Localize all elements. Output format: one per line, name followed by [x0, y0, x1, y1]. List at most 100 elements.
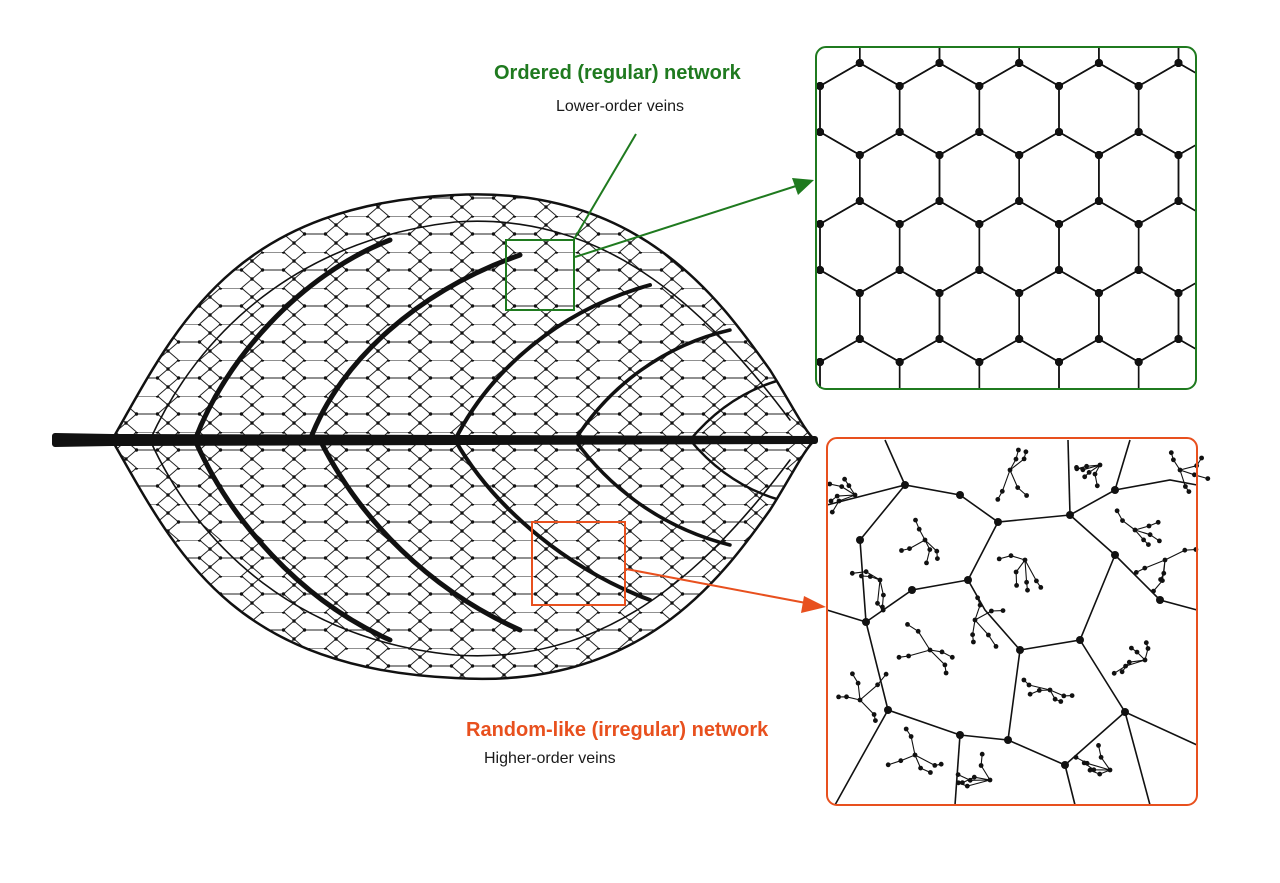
junction-node: [1214, 358, 1222, 366]
veinlet-node: [1074, 465, 1079, 470]
junction-node: [697, 151, 705, 159]
veinlet-node: [927, 647, 933, 653]
junction-node: [736, 220, 744, 228]
junction-node: [1214, 358, 1222, 366]
junction-node: [776, 151, 784, 159]
junction-node: [936, 427, 944, 435]
veinlet-node: [912, 752, 918, 758]
junction-node: [816, 496, 824, 504]
junction-node: [1175, 427, 1183, 435]
junction-node: [975, 404, 983, 412]
veinlet-node: [1157, 538, 1162, 544]
junction-node: [1214, 266, 1222, 274]
junction-node: [817, 82, 824, 90]
junction-node: [1254, 13, 1262, 21]
veinlet-node: [1111, 670, 1117, 676]
junction-node: [1135, 404, 1143, 412]
veinlet-node: [836, 694, 841, 700]
junction-node: [1214, 404, 1222, 412]
veinlet: [972, 597, 1004, 647]
veinlet-node: [885, 762, 891, 768]
junction-node: [1015, 197, 1024, 205]
veinlet-node: [1080, 467, 1086, 473]
junction-node: [1094, 197, 1103, 205]
veinlet-node: [1034, 578, 1039, 584]
veinlet: [898, 623, 953, 674]
hexagon-cell: [979, 0, 1059, 17]
veinlet-node: [1000, 608, 1006, 613]
junction-node: [1055, 220, 1063, 228]
veinlet-node: [880, 607, 886, 613]
junction-node: [975, 128, 984, 136]
veinlet-node: [1142, 565, 1148, 571]
junction-node: [935, 289, 944, 297]
veinlet: [888, 728, 942, 774]
veinlet-node: [915, 628, 921, 634]
veinlet-node: [934, 548, 940, 554]
veinlet: [838, 673, 887, 721]
veinlet-node: [1061, 693, 1067, 699]
veinlet-node: [1183, 484, 1188, 489]
junction-node: [776, 335, 784, 343]
veinlet-node: [1146, 542, 1151, 547]
junction-node: [1094, 335, 1103, 343]
junction-node: [1254, 335, 1262, 343]
veinlet-node: [1021, 456, 1027, 462]
veinlet-node: [1008, 553, 1014, 559]
hexagon-cell: [817, 83, 821, 135]
ordered-arrow-line: [574, 185, 797, 258]
veinlet-node: [905, 622, 910, 627]
veinlet-node: [1094, 483, 1100, 489]
junction-node: [975, 220, 984, 228]
random-network-title: Random-like (irregular) network: [466, 719, 769, 741]
junction-node: [1254, 151, 1262, 159]
network-junctions: [856, 481, 1164, 769]
junction-node: [855, 59, 864, 67]
junction-node: [1055, 266, 1063, 274]
veinlet-node: [1097, 462, 1103, 468]
veinlet-node: [1182, 547, 1188, 553]
random-network-inset: [826, 437, 1211, 806]
veinlet-node: [1114, 508, 1120, 514]
junction-node: [1214, 404, 1222, 412]
junction-node: [776, 13, 784, 21]
junction-node: [1254, 13, 1262, 21]
junction-node: [975, 358, 984, 366]
veinlet-node: [850, 671, 855, 677]
junction-node: [1095, 427, 1103, 435]
veinlet-node: [1025, 587, 1030, 593]
junction-node: [1175, 13, 1183, 21]
junction-node: [1134, 82, 1143, 90]
junction-node: [1254, 427, 1262, 435]
junction-node: [975, 404, 983, 412]
leaf-midrib: [52, 433, 818, 447]
junction-node: [1134, 128, 1143, 136]
veinlet-node: [935, 556, 940, 561]
junction-node: [1135, 404, 1143, 412]
veinlet-node: [1186, 489, 1192, 494]
veinlet-node: [1096, 743, 1101, 748]
free-ending-veinlets: [827, 447, 1211, 789]
veinlet-node: [1171, 457, 1176, 463]
junction-node: [936, 427, 944, 435]
junction-node: [776, 59, 784, 67]
veinlet-node: [996, 556, 1002, 562]
veinlet-node: [903, 726, 909, 732]
veinlet-node: [1007, 467, 1013, 473]
junction-node: [855, 335, 864, 343]
leaf: [52, 193, 818, 681]
junction-node: [975, 266, 984, 274]
veinlet-node: [939, 649, 945, 655]
veinlet-node: [1146, 523, 1152, 529]
veinlet-node: [977, 602, 983, 608]
junction-node: [1135, 404, 1143, 412]
junction-node: [855, 151, 864, 159]
veinlet-node: [1141, 537, 1146, 543]
junction-node: [1095, 427, 1103, 435]
junction-node: [1055, 404, 1063, 412]
junction-node: [1214, 358, 1222, 366]
veinlet-node: [1024, 493, 1029, 498]
ordered-network-title: Ordered (regular) network: [494, 62, 741, 84]
veinlet: [999, 555, 1042, 591]
veinlet-node: [844, 694, 849, 700]
